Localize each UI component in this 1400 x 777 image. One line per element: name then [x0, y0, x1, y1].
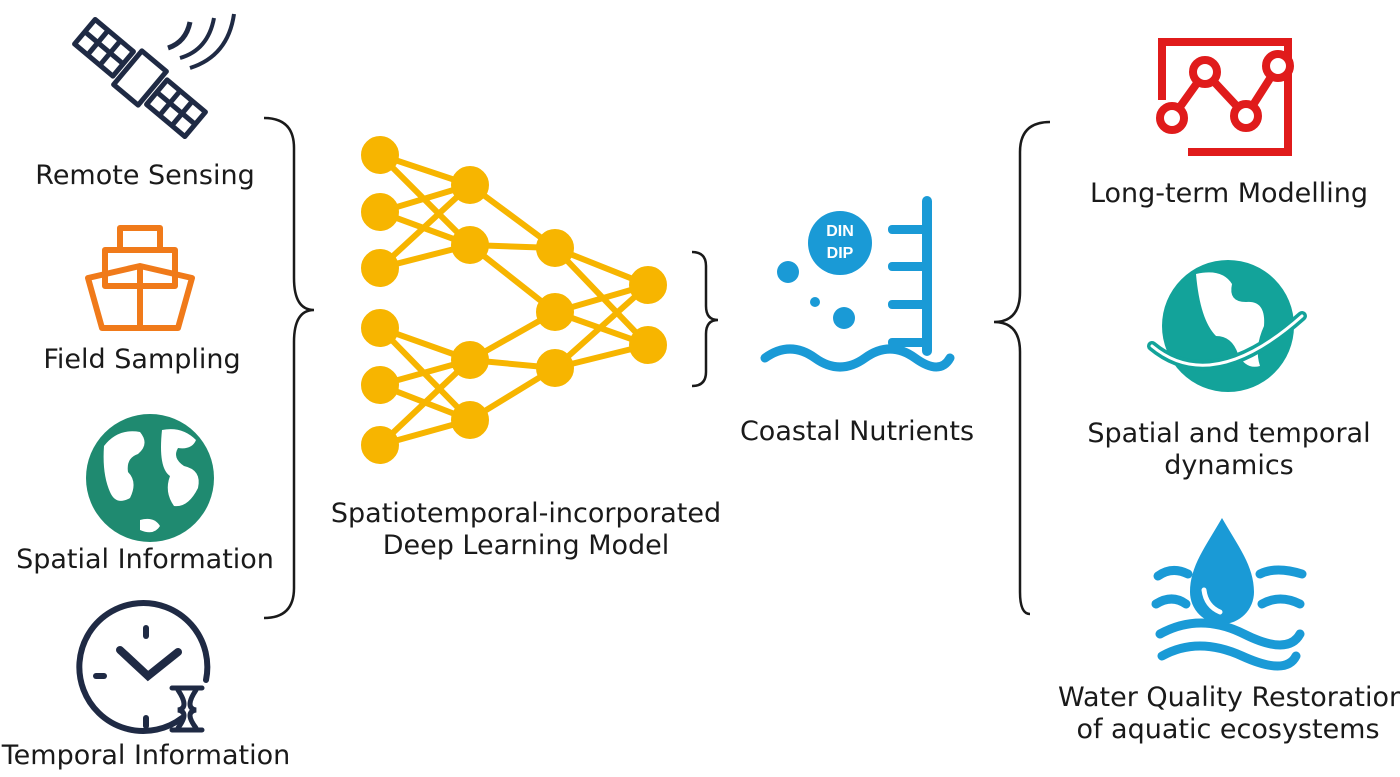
- field-sampling-label: Field Sampling: [43, 344, 241, 375]
- earth-orbit-icon: [1147, 260, 1307, 392]
- dip-label: DIP: [827, 245, 854, 262]
- neural-network-icon: [361, 136, 667, 464]
- remote-sensing-label: Remote Sensing: [35, 160, 255, 191]
- long-term-modelling-label: Long-term Modelling: [1089, 178, 1369, 209]
- clock-hourglass-icon: [76, 600, 211, 734]
- spatial-temporal-label-line2: dynamics: [1164, 450, 1294, 481]
- water-quality-label-line2: of aquatic ecosystems: [1076, 714, 1380, 745]
- nutrient-gauge-icon: [760, 196, 955, 372]
- water-quality-label-line1: Water Quality Restoration: [1058, 682, 1400, 713]
- spatial-temporal-label-line1: Spatial and temporal: [1087, 418, 1371, 449]
- temporal-information-label: Temporal Information: [1, 740, 291, 771]
- line-chart-icon: [1156, 38, 1294, 156]
- model-title-line1: Spatiotemporal-incorporated: [330, 498, 722, 529]
- model-title-line2: Deep Learning Model: [382, 530, 670, 561]
- right-brace: [993, 120, 1051, 616]
- coastal-nutrients-label: Coastal Nutrients: [739, 416, 975, 447]
- water-drop-icon: [1151, 518, 1307, 671]
- left-brace: [263, 116, 315, 620]
- middle-brace: [691, 250, 719, 388]
- ship-icon: [85, 225, 195, 331]
- globe-icon: [86, 414, 214, 542]
- din-label: DIN: [826, 223, 854, 240]
- spatial-information-label: Spatial Information: [16, 544, 274, 575]
- satellite-icon: [72, 13, 236, 140]
